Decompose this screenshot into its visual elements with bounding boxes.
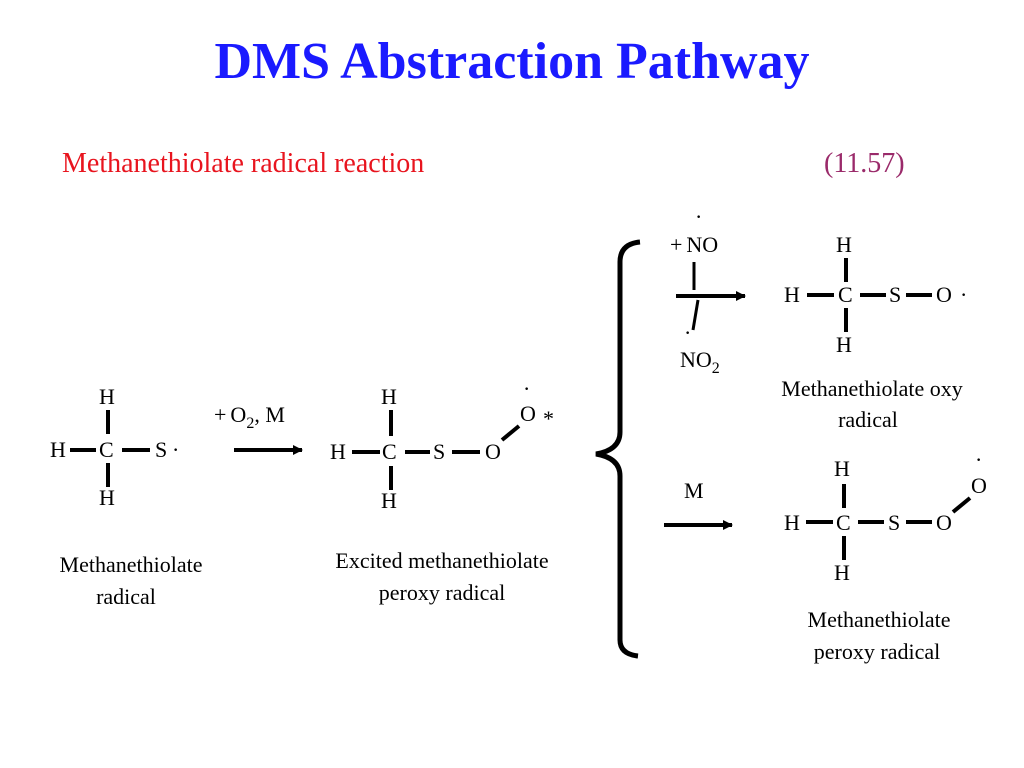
oxy-label-line2: radical xyxy=(838,407,898,432)
excited-star: * xyxy=(543,406,554,431)
atom-h-left: H xyxy=(50,437,66,462)
radical-dot: · xyxy=(975,447,982,472)
step1-arrow-group: +O2, M xyxy=(214,402,303,455)
m-reagent: M xyxy=(684,478,704,503)
atom-s: S xyxy=(155,437,167,462)
no-radical-dot: · xyxy=(695,204,702,229)
atom-o1: O xyxy=(485,439,501,464)
no-reagent: +NO xyxy=(670,232,718,257)
atom-c: C xyxy=(382,439,397,464)
reactant-label-line1: Methanethiolate xyxy=(60,552,203,577)
bond xyxy=(500,424,521,442)
reaction-subtitle: Methanethiolate radical reaction xyxy=(62,148,425,179)
atom-o2: O xyxy=(971,473,987,498)
branch-bottom-group: M H H C S O O · H Methanethiolate peroxy… xyxy=(664,447,987,664)
atom-s: S xyxy=(889,282,901,307)
radical-dot: · xyxy=(172,437,179,462)
peroxy-label-line2: peroxy radical xyxy=(814,639,940,664)
no2-byproduct: NO2 xyxy=(680,347,720,377)
equation-number: (11.57) xyxy=(824,148,905,179)
radical-dot: · xyxy=(523,376,530,401)
atom-h-bottom: H xyxy=(834,560,850,585)
atom-s: S xyxy=(433,439,445,464)
atom-o2: O xyxy=(520,401,536,426)
atom-h-top: H xyxy=(99,384,115,409)
page-title: DMS Abstraction Pathway xyxy=(214,33,810,90)
atom-h-bottom: H xyxy=(381,488,397,513)
intermediate-label-line2: peroxy radical xyxy=(379,580,505,605)
atom-c: C xyxy=(836,510,851,535)
atom-o: O xyxy=(936,282,952,307)
atom-h-top: H xyxy=(834,456,850,481)
atom-c: C xyxy=(99,437,114,462)
oxy-label-line1: Methanethiolate oxy xyxy=(781,376,962,401)
byproduct-out-line xyxy=(691,299,700,331)
branch-top-group: · +NO · NO2 H H C S O · H Methanethiolat… xyxy=(670,204,967,432)
atom-s: S xyxy=(888,510,900,535)
atom-h-top: H xyxy=(381,384,397,409)
reactant-label-line2: radical xyxy=(96,584,156,609)
atom-h-left: H xyxy=(784,510,800,535)
no2-radical-dot: · xyxy=(684,320,691,345)
intermediate-label-line1: Excited methanethiolate xyxy=(335,548,548,573)
atom-h-left: H xyxy=(784,282,800,307)
atom-h-left: H xyxy=(330,439,346,464)
atom-o1: O xyxy=(936,510,952,535)
atom-h-bottom: H xyxy=(836,332,852,357)
atom-c: C xyxy=(838,282,853,307)
atom-h-bottom: H xyxy=(99,485,115,510)
peroxy-label-line1: Methanethiolate xyxy=(808,607,951,632)
atom-h-top: H xyxy=(836,232,852,257)
step1-reagent: +O2, M xyxy=(214,402,285,432)
radical-dot: · xyxy=(960,282,967,307)
intermediate-structure: H H C S O O · * H Excited methanethiolat… xyxy=(330,376,554,605)
reactant-structure: H H C S · H Methanethiolate radical xyxy=(50,384,202,609)
bond xyxy=(951,496,972,514)
branch-brace xyxy=(595,239,641,659)
